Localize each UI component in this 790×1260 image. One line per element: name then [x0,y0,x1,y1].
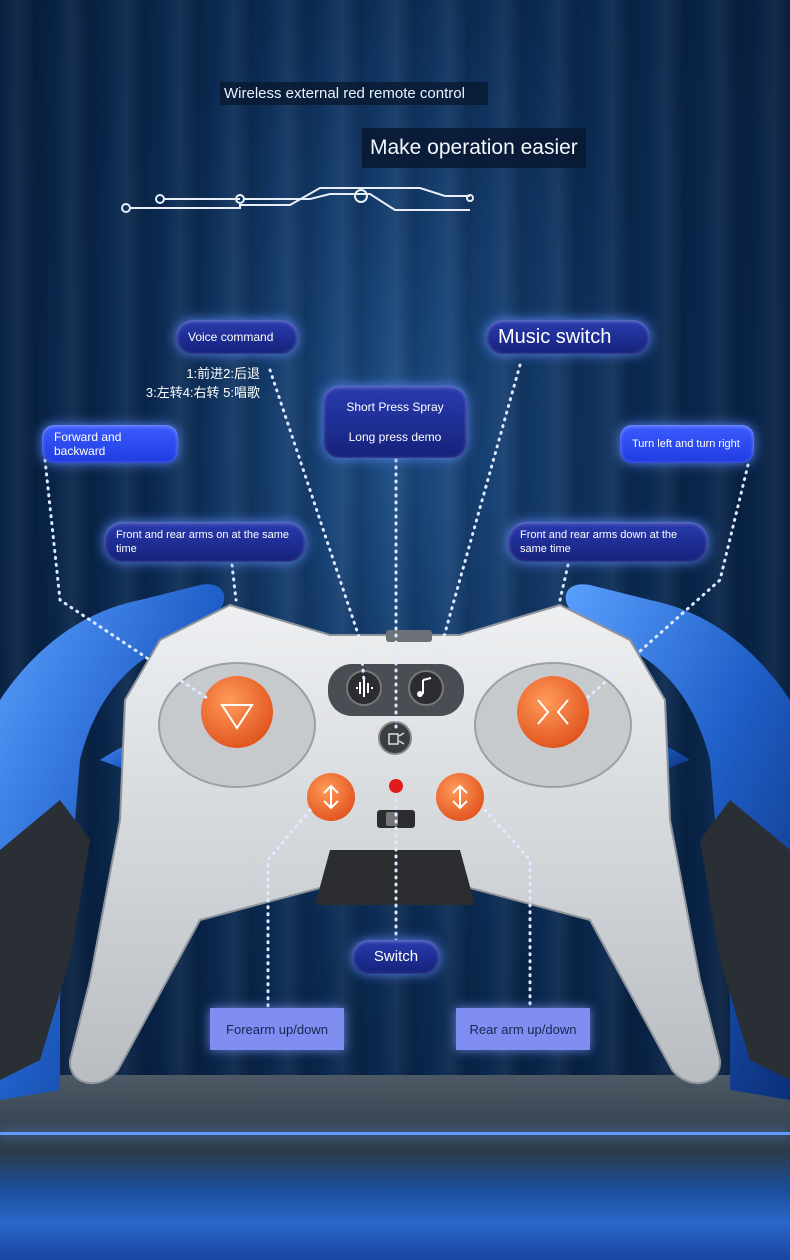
left-right-icon [537,699,569,725]
rear-arm-text: Rear arm up/down [469,1021,577,1037]
arms-down-text: Front and rear arms down at the same tim… [520,529,678,555]
voice-cn-line2: 3:左转4:右转 5:唱歌 [145,385,260,400]
label-spray-demo: Short Press Spray Long press demo [323,386,467,458]
arms-on-text: Front and rear arms on at the same time [116,529,290,555]
label-switch: Switch [352,940,440,974]
forearm-button[interactable] [307,773,355,821]
header-subtitle: Make operation easier [362,128,586,168]
label-arms-down: Front and rear arms down at the same tim… [508,522,708,562]
voice-command-list: 1:前进2:后退 3:左转4:右转 5:唱歌 [120,364,260,402]
right-joystick[interactable] [517,676,589,748]
left-joystick[interactable] [201,676,273,748]
label-arms-on: Front and rear arms on at the same time [104,522,306,562]
rear-arm-arrows-icon [452,784,468,810]
voice-wave-icon [356,679,373,697]
label-forward-backward: Forward and backward [42,425,178,463]
spray-icon [388,732,405,745]
forward-backward-text: Forward and backward [54,430,122,458]
label-forearm: Forearm up/down [210,1008,344,1050]
spray-button[interactable] [378,721,412,755]
down-arrow-icon [220,704,254,730]
platform-glow-edge [0,1132,790,1135]
label-music-switch: Music switch [486,320,650,354]
voice-button[interactable] [346,670,382,706]
turn-left-right-text: Turn left and turn right [632,438,740,450]
rear-arm-button[interactable] [436,773,484,821]
circuit-decoration [121,187,474,213]
label-voice-command: Voice command [176,320,298,354]
power-led [389,779,403,793]
music-switch-text: Music switch [498,326,612,348]
short-press-text: Short Press Spray [346,400,444,414]
music-button[interactable] [408,670,444,706]
display-platform [0,1075,790,1260]
header-title: Wireless external red remote control [220,82,488,105]
label-turn-left-right: Turn left and turn right [620,425,754,463]
long-press-text: Long press demo [348,430,442,444]
forearm-arrows-icon [323,784,339,810]
voice-command-text: Voice command [188,330,274,344]
dotted-connectors [43,363,750,1010]
switch-text: Switch [373,948,419,965]
voice-cn-line1: 1:前进2:后退 [186,366,260,381]
label-rear-arm: Rear arm up/down [456,1008,590,1050]
forearm-text: Forearm up/down [226,1021,328,1037]
music-note-icon [422,677,432,694]
